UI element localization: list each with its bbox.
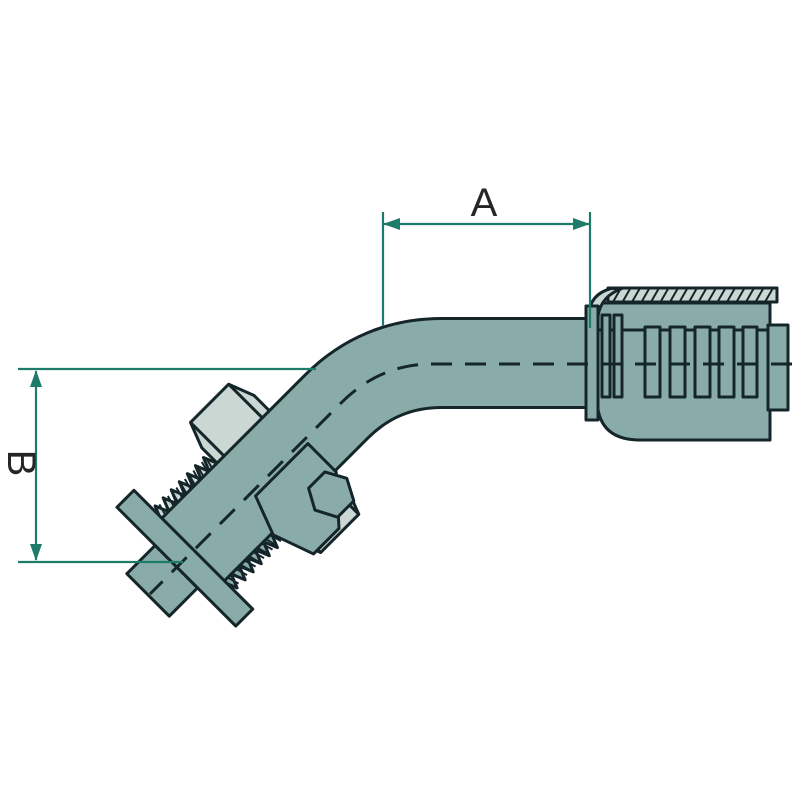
dim-a-label: A xyxy=(471,181,498,225)
crimp-ferrule xyxy=(584,286,790,442)
ferrule-slot xyxy=(612,313,624,399)
dimension-a: A xyxy=(381,181,592,328)
ferrule-slot xyxy=(668,325,687,399)
hose-stub xyxy=(766,323,790,412)
dimension-b: B xyxy=(0,367,316,564)
ferrule-slot xyxy=(643,325,662,399)
ferrule-slot xyxy=(741,325,759,399)
ferrule-slot xyxy=(693,325,712,399)
dim-b-extension-lines xyxy=(18,367,316,564)
ferrule-cap-hatch xyxy=(612,287,774,303)
ferrule-slot xyxy=(717,325,736,399)
hex-nut-front-face xyxy=(254,442,341,556)
ferrule-slot xyxy=(600,313,612,399)
hex-nut-corner-face xyxy=(307,470,356,519)
centerline xyxy=(148,362,792,596)
dim-b-label: B xyxy=(0,450,43,477)
dim-a-extension-lines xyxy=(381,212,592,328)
threads-back-hatch xyxy=(158,457,213,515)
